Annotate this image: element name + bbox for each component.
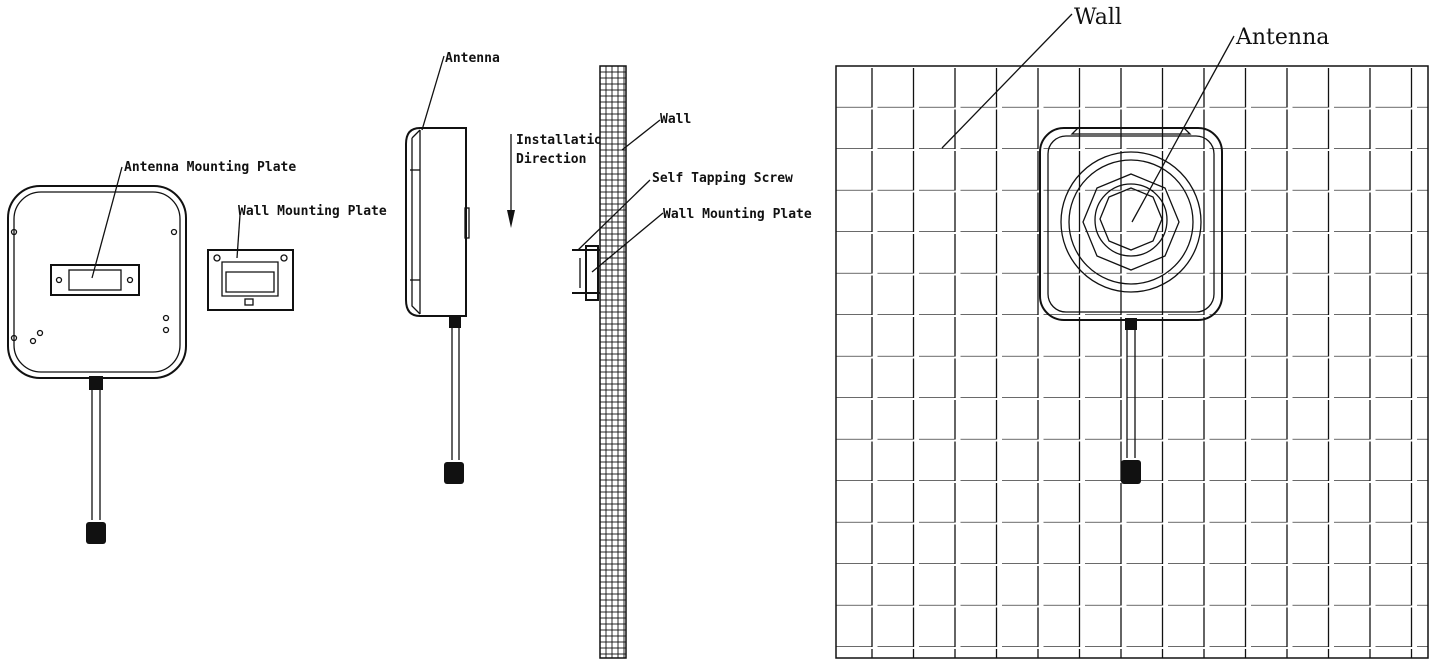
- label-antenna-front: Antenna: [1235, 25, 1329, 50]
- wall-mounting-plate-side: [572, 245, 600, 301]
- leader-wall-side: [621, 119, 661, 151]
- label-wall-mounting-plate-front: Wall Mounting Plate: [238, 204, 387, 219]
- leader-wall-mounting-plate-side: [591, 212, 664, 273]
- front-cable-connector: [1121, 460, 1141, 484]
- label-self-tapping-screw: Self Tapping Screw: [652, 171, 793, 186]
- leader-antenna-front: [1131, 35, 1235, 223]
- tiled-wall: [835, 65, 1429, 659]
- leader-wall-front: [941, 13, 1073, 149]
- label-wall-front: Wall: [1074, 5, 1122, 30]
- antenna-side-view: [405, 127, 470, 484]
- leader-self-tapping-screw: [577, 179, 651, 251]
- leader-antenna-mounting-plate: [91, 166, 123, 279]
- antenna-back-view: [7, 185, 187, 544]
- label-wall-mounting-plate-side: Wall Mounting Plate: [663, 207, 812, 222]
- label-wall-side: Wall: [660, 112, 691, 127]
- antenna-front-view: [1039, 127, 1223, 484]
- side-cable-connector: [444, 462, 464, 484]
- wall-mounting-plate-front: [207, 249, 294, 311]
- label-direction: Direction: [516, 152, 586, 167]
- installation-direction-arrow: [507, 134, 515, 228]
- label-antenna-side: Antenna: [445, 51, 500, 66]
- leader-antenna-side: [421, 55, 445, 131]
- cable-connector: [86, 522, 106, 544]
- label-installation: Installation: [516, 133, 610, 148]
- wall-section: [599, 65, 627, 659]
- leader-wall-mounting-plate-front: [236, 214, 241, 259]
- label-antenna-mounting-plate: Antenna Mounting Plate: [124, 160, 296, 175]
